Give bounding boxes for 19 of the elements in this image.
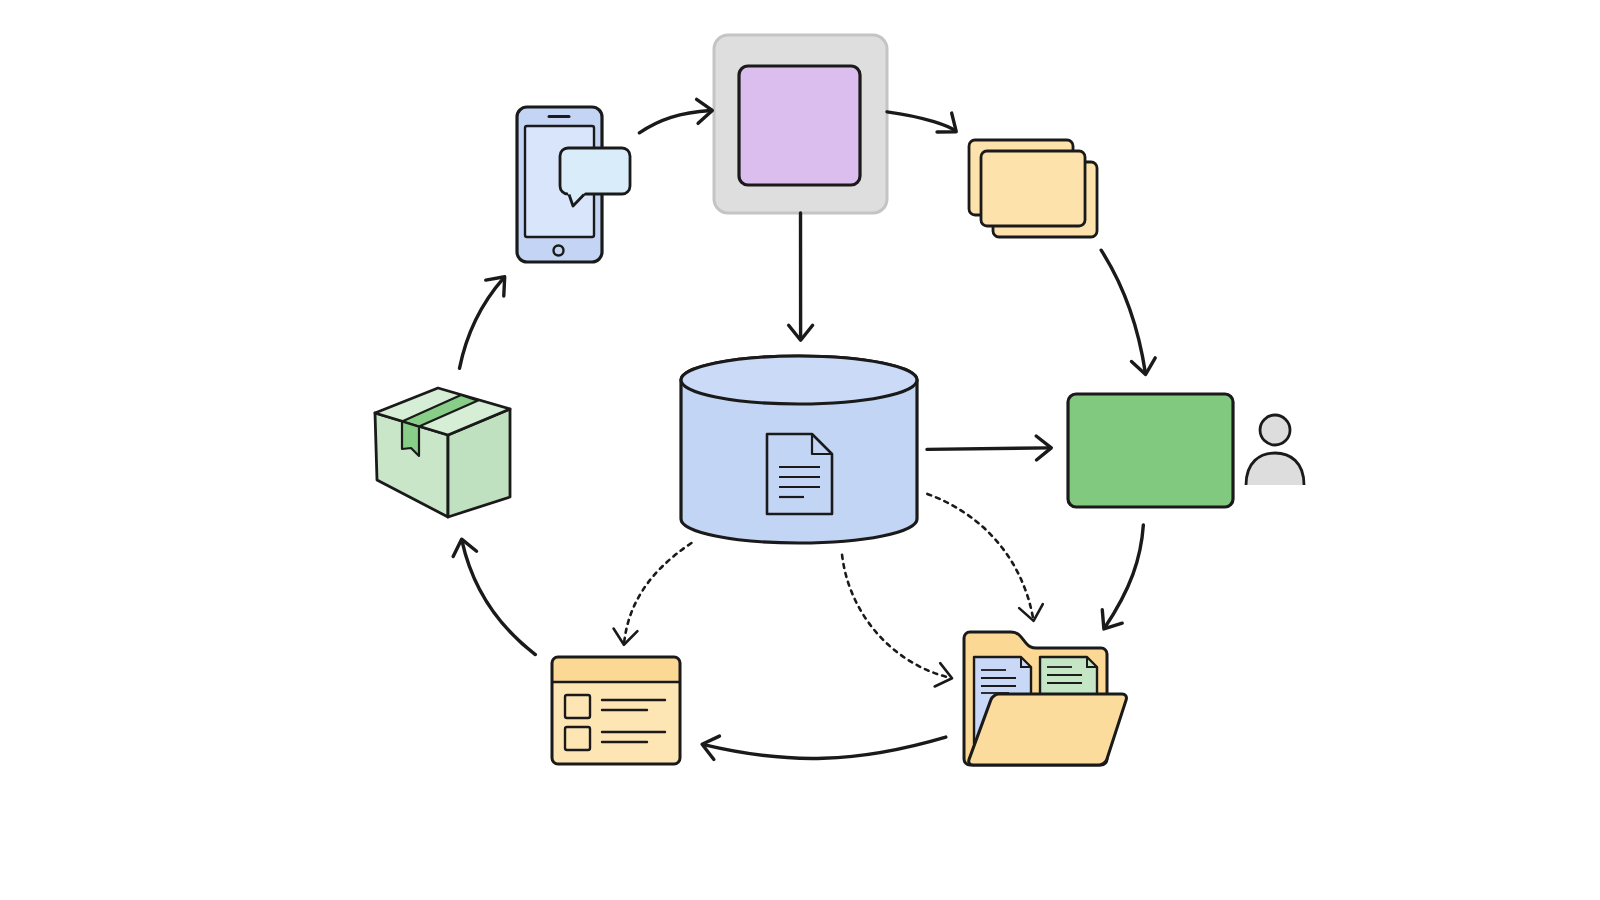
list-window	[550, 655, 682, 766]
arrow	[1099, 248, 1157, 377]
arrow	[885, 110, 958, 134]
arrow	[786, 211, 815, 342]
phone-with-chat-bubble	[515, 105, 632, 264]
package-drawing	[373, 386, 512, 519]
arrow	[457, 275, 507, 371]
arrow	[1100, 523, 1146, 631]
arrow	[700, 734, 948, 762]
stacked-cards	[967, 138, 1099, 239]
rounded-rectangle	[1066, 392, 1235, 509]
arrow	[637, 97, 714, 135]
arrow	[451, 537, 538, 657]
arrow	[925, 434, 1053, 462]
folder-with-documents	[962, 630, 1128, 767]
dotted-arrow	[840, 553, 954, 688]
dotted-arrow	[612, 541, 693, 647]
rounded-square	[737, 64, 862, 187]
dotted-arrow	[926, 492, 1045, 623]
